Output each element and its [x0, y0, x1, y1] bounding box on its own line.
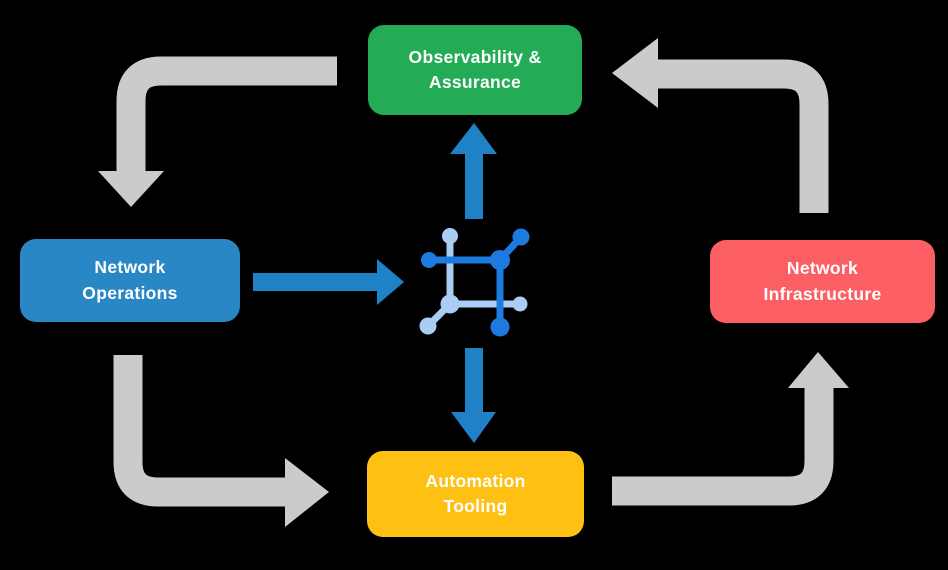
- arrow-operations-to-center: [253, 259, 404, 305]
- arrow-observability-to-operations: [98, 56, 337, 207]
- node-network-infrastructure: Network Infrastructure: [710, 240, 935, 323]
- node-automation-tooling-label: Automation Tooling: [425, 470, 526, 516]
- arrow-operations-to-tooling: [113, 355, 329, 527]
- node-network-infrastructure-label: Network Infrastructure: [763, 258, 882, 304]
- node-observability-assurance-label: Observability & Assurance: [408, 46, 542, 92]
- node-automation-tooling: Automation Tooling: [367, 451, 584, 537]
- arrow-tooling-to-infrastructure: [612, 352, 849, 506]
- node-network-operations: Network Operations: [20, 239, 240, 322]
- network-automation-icon: [419, 228, 530, 337]
- arrow-center-to-tooling: [451, 348, 496, 443]
- arrow-infrastructure-to-observability: [612, 38, 829, 213]
- arrow-center-to-observability: [450, 123, 497, 219]
- node-network-operations-label: Network Operations: [82, 257, 178, 303]
- node-observability-assurance: Observability & Assurance: [368, 25, 582, 115]
